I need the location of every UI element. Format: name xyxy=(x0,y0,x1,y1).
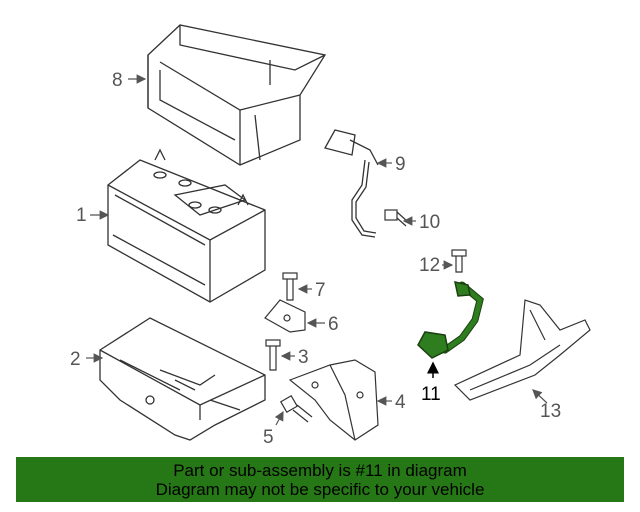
battery-cover-part xyxy=(147,24,327,166)
svg-text:9: 9 xyxy=(395,154,406,175)
callout-5: 5 xyxy=(263,410,284,448)
callout-9: 9 xyxy=(376,154,406,175)
sensor-cable-9-part xyxy=(324,129,379,238)
callout-2: 2 xyxy=(70,349,104,370)
bolt-7-part xyxy=(282,272,298,301)
bolt-10-part xyxy=(384,209,409,227)
callout-13: 13 xyxy=(532,389,561,422)
bracket-13-part xyxy=(453,299,591,401)
banner-line-2: Diagram may not be specific to your vehi… xyxy=(155,480,485,499)
svg-text:1: 1 xyxy=(76,205,87,226)
banner-line-1: Part or sub-assembly is #11 in diagram xyxy=(173,461,467,480)
callout-10: 10 xyxy=(402,212,440,233)
bracket-6-part xyxy=(264,299,306,333)
svg-text:8: 8 xyxy=(112,70,123,91)
callout-6: 6 xyxy=(306,314,339,335)
svg-text:10: 10 xyxy=(419,212,440,233)
bracket-4-part xyxy=(288,359,379,441)
bolt-3-part xyxy=(265,339,281,371)
svg-text:5: 5 xyxy=(263,427,274,448)
callout-1: 1 xyxy=(76,205,110,226)
battery-tray-part xyxy=(99,317,266,441)
ground-cable-11-part xyxy=(417,281,484,359)
info-banner: Part or sub-assembly is #11 in diagram D… xyxy=(16,457,624,502)
callout-8: 8 xyxy=(112,70,147,91)
callout-12: 12 xyxy=(419,255,454,276)
callout-3: 3 xyxy=(280,347,309,368)
bolt-5-part xyxy=(279,394,313,423)
battery-part xyxy=(107,148,266,303)
parts-diagram: 1 2 3 4 5 6 7 8 9 10 11 12 xyxy=(70,24,591,448)
svg-text:7: 7 xyxy=(315,280,326,301)
svg-text:11: 11 xyxy=(421,384,441,405)
callout-11: 11 xyxy=(421,361,441,405)
bolt-12-part xyxy=(451,249,467,273)
svg-text:3: 3 xyxy=(298,347,309,368)
svg-text:13: 13 xyxy=(540,401,561,422)
svg-text:4: 4 xyxy=(395,392,406,413)
callout-7: 7 xyxy=(297,280,326,301)
callout-4: 4 xyxy=(376,392,406,413)
svg-text:2: 2 xyxy=(70,349,81,370)
svg-text:12: 12 xyxy=(419,255,440,276)
svg-text:6: 6 xyxy=(328,314,339,335)
